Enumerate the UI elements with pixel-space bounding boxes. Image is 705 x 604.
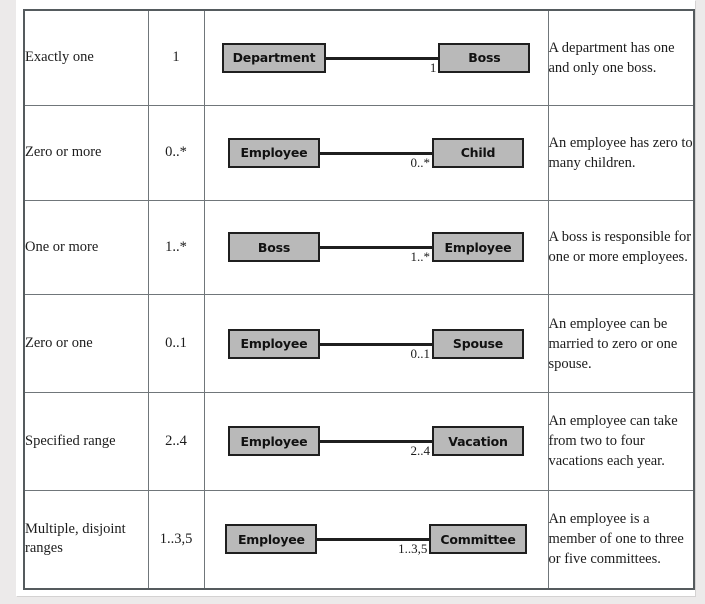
uml-class-box-left: Department bbox=[221, 42, 327, 73]
row-symbol-cell: 1..* bbox=[147, 199, 205, 296]
uml-class-name: Child bbox=[460, 145, 496, 161]
uml-class-box-left: Employee bbox=[228, 328, 320, 359]
uml-association-diagram: Boss 1..* Employee bbox=[205, 218, 548, 276]
row-description-cell: An employee is a member of one to three … bbox=[547, 489, 695, 590]
uml-class-name: Employee bbox=[444, 239, 512, 255]
uml-association-diagram: Department 1 Boss bbox=[205, 29, 548, 87]
uml-class-name: Employee bbox=[237, 531, 305, 547]
multiplicity-label: 1..* bbox=[410, 249, 431, 265]
row-description-cell: A boss is responsible for one or more em… bbox=[547, 199, 695, 296]
multiplicity-symbol: 0..* bbox=[165, 144, 187, 161]
uml-class-name: Employee bbox=[240, 336, 308, 352]
uml-class-box-left: Employee bbox=[228, 426, 320, 457]
row-symbol-cell: 1..3,5 bbox=[147, 489, 205, 590]
multiplicity-label: 0..* bbox=[410, 154, 431, 170]
row-diagram-cell: Employee 0..1 Spouse bbox=[203, 294, 549, 393]
multiplicity-name: One or more bbox=[25, 238, 99, 255]
description-text: An employee is a member of one to three … bbox=[548, 511, 684, 568]
row-diagram-cell: Employee 2..4 Vacation bbox=[203, 392, 549, 491]
uml-class-box-right: Committee bbox=[429, 524, 527, 555]
multiplicity-symbol: 1 bbox=[172, 49, 180, 66]
uml-class-name: Boss bbox=[257, 239, 291, 255]
uml-association-diagram: Employee 2..4 Vacation bbox=[205, 412, 548, 470]
uml-association-line: 0..* bbox=[319, 138, 433, 170]
table-row: Specified range 2..4 Employee bbox=[23, 392, 695, 491]
row-diagram-cell: Employee 1..3,5 Committee bbox=[203, 489, 549, 590]
association-line-stroke bbox=[319, 151, 433, 155]
uml-class-box-left: Employee bbox=[228, 137, 320, 168]
uml-association-diagram: Employee 0..* Child bbox=[205, 124, 548, 182]
uml-association-line: 0..1 bbox=[319, 329, 433, 361]
row-name-cell: Zero or more bbox=[23, 104, 149, 201]
table-row: Multiple, disjoint ranges 1..3,5 Employe… bbox=[23, 489, 695, 590]
uml-class-name: Employee bbox=[240, 433, 308, 449]
uml-class-box-right: Child bbox=[432, 137, 524, 168]
association-line-stroke bbox=[319, 246, 433, 250]
row-name-cell: Zero or one bbox=[23, 294, 149, 393]
multiplicity-name: Specified range bbox=[25, 432, 116, 449]
uml-class-box-left: Boss bbox=[228, 232, 320, 263]
row-description-cell: An employee has zero to many children. bbox=[547, 104, 695, 201]
association-line-stroke bbox=[319, 440, 433, 444]
multiplicity-label: 1 bbox=[429, 59, 437, 75]
row-description-cell: An employee can be married to zero or on… bbox=[547, 294, 695, 393]
uml-class-box-right: Spouse bbox=[432, 328, 524, 359]
uml-class-name: Employee bbox=[240, 145, 308, 161]
multiplicity-label: 0..1 bbox=[410, 345, 431, 361]
uml-association-line: 2..4 bbox=[319, 426, 433, 459]
description-text: An employee can be married to zero or on… bbox=[548, 315, 678, 372]
table-row: Exactly one 1 Department bbox=[23, 9, 695, 106]
multiplicity-name: Zero or one bbox=[25, 335, 93, 352]
row-symbol-cell: 0..* bbox=[147, 104, 205, 201]
uml-class-name: Department bbox=[232, 50, 316, 66]
uml-class-name: Spouse bbox=[452, 336, 504, 352]
row-diagram-cell: Employee 0..* Child bbox=[203, 104, 549, 201]
table-row: Zero or more 0..* Employee bbox=[23, 104, 695, 201]
uml-class-box-right: Vacation bbox=[432, 426, 524, 457]
multiplicity-label: 2..4 bbox=[410, 443, 431, 459]
uml-class-name: Boss bbox=[468, 50, 501, 66]
row-name-cell: Specified range bbox=[23, 392, 149, 491]
uml-class-box-right: Employee bbox=[432, 232, 524, 263]
uml-association-line: 1 bbox=[325, 43, 440, 75]
row-name-cell: Exactly one bbox=[23, 9, 149, 106]
row-name-cell: One or more bbox=[23, 199, 149, 296]
uml-class-name: Committee bbox=[440, 531, 516, 547]
table-row: One or more 1..* Boss bbox=[23, 199, 695, 296]
description-text: A department has one and only one boss. bbox=[548, 39, 675, 76]
description-text: An employee has zero to many children. bbox=[548, 134, 693, 171]
association-line-stroke bbox=[319, 342, 433, 346]
row-symbol-cell: 0..1 bbox=[147, 294, 205, 393]
table-row: Zero or one 0..1 Employee bbox=[23, 294, 695, 393]
row-name-cell: Multiple, disjoint ranges bbox=[23, 489, 149, 590]
uml-class-box-right: Boss bbox=[438, 42, 531, 73]
multiplicity-symbol: 0..1 bbox=[165, 335, 187, 352]
uml-association-line: 1..3,5 bbox=[316, 524, 431, 557]
row-diagram-cell: Department 1 Boss bbox=[203, 9, 549, 106]
description-text: A boss is responsible for one or more em… bbox=[548, 229, 692, 266]
uml-association-line: 1..* bbox=[319, 232, 433, 265]
multiplicity-symbol: 1..* bbox=[165, 238, 187, 255]
multiplicity-name: Exactly one bbox=[25, 49, 94, 66]
multiplicity-label: 1..3,5 bbox=[398, 541, 428, 557]
multiplicity-symbol: 1..3,5 bbox=[159, 530, 193, 547]
uml-association-diagram: Employee 1..3,5 Committee bbox=[205, 510, 548, 568]
multiplicity-table-container: Exactly one 1 Department bbox=[23, 9, 695, 590]
uml-class-box-left: Employee bbox=[225, 524, 318, 555]
row-diagram-cell: Boss 1..* Employee bbox=[203, 199, 549, 296]
row-description-cell: A department has one and only one boss. bbox=[547, 9, 695, 106]
association-line-stroke bbox=[325, 56, 440, 60]
association-line-stroke bbox=[316, 538, 431, 542]
multiplicity-name: Zero or more bbox=[25, 144, 102, 161]
row-symbol-cell: 1 bbox=[147, 9, 205, 106]
description-text: An employee can take from two to four va… bbox=[548, 413, 678, 470]
multiplicity-name: Multiple, disjoint ranges bbox=[25, 521, 126, 557]
uml-association-diagram: Employee 0..1 Spouse bbox=[205, 315, 548, 373]
row-description-cell: An employee can take from two to four va… bbox=[547, 392, 695, 491]
uml-class-name: Vacation bbox=[448, 433, 508, 449]
row-symbol-cell: 2..4 bbox=[147, 392, 205, 491]
uml-multiplicity-table: Exactly one 1 Department bbox=[23, 9, 695, 590]
multiplicity-symbol: 2..4 bbox=[165, 432, 187, 449]
